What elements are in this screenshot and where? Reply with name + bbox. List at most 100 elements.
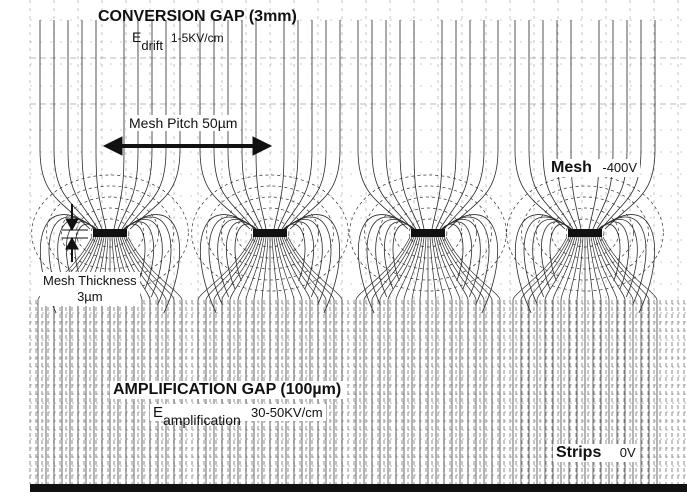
field-line-lower	[536, 236, 574, 484]
field-line-upper	[443, 20, 485, 230]
field-line-lower	[433, 236, 453, 484]
field-line-upper	[371, 20, 413, 230]
field-line-lower	[261, 236, 269, 484]
strips-voltage: 0V	[619, 445, 636, 460]
field-line-lower	[121, 236, 159, 484]
mesh-label-group: Mesh -400V	[548, 159, 641, 177]
field-line-upper	[281, 20, 313, 230]
field-line-lower	[283, 236, 327, 484]
field-line-lower	[275, 236, 295, 484]
field-line-upper	[439, 20, 471, 230]
field-line-lower	[229, 236, 261, 484]
field-line-curl	[523, 216, 576, 306]
field-line-upper	[273, 20, 285, 230]
strips-plane	[30, 484, 687, 492]
field-line-lower	[588, 236, 602, 484]
field-line-lower	[419, 236, 427, 484]
field-line-curl	[594, 214, 656, 314]
field-line-lower	[125, 236, 175, 484]
drift-field-value: 1-5KV/cm	[170, 31, 224, 45]
field-line-upper	[241, 20, 263, 230]
field-line-lower	[271, 236, 279, 484]
amplification-field-subscript: amplification	[163, 412, 241, 428]
field-line-lower	[512, 236, 568, 484]
field-line-lower	[528, 236, 572, 484]
amplification-field-label: Eamplification 30-50KV/cm	[150, 404, 326, 427]
field-line-upper	[600, 20, 642, 230]
equipotential-arc	[393, 207, 463, 259]
field-line-lower	[596, 236, 634, 484]
field-line-upper	[542, 20, 574, 230]
equipotential-arc	[506, 174, 664, 292]
field-line-curl	[594, 216, 647, 306]
equipotential-arc	[364, 185, 492, 281]
field-line-upper	[277, 20, 299, 230]
equipotential-arc	[75, 207, 145, 259]
field-line-lower	[552, 236, 578, 484]
field-line-lower	[598, 236, 642, 484]
amplification-field-value: 30-50KV/cm	[251, 405, 323, 420]
field-line-lower	[205, 236, 255, 484]
drift-field-symbol: E	[132, 29, 142, 45]
field-line-upper	[53, 20, 95, 230]
field-line-lower	[437, 236, 469, 484]
field-line-lower	[439, 236, 477, 484]
field-line-upper	[227, 20, 259, 230]
mesh-thickness-label: Mesh Thickness 3µm	[40, 272, 140, 306]
field-line-curl	[437, 216, 490, 306]
field-line-upper	[528, 20, 570, 230]
field-line-lower	[592, 236, 618, 484]
field-line-upper	[67, 20, 99, 230]
field-line-lower	[568, 236, 582, 484]
field-line-upper	[588, 20, 600, 230]
field-line-lower	[221, 236, 259, 484]
field-line-curl	[357, 214, 419, 314]
mesh-wire	[253, 229, 287, 237]
mesh-thickness-line2: 3µm	[77, 289, 103, 304]
field-line-lower	[431, 236, 445, 484]
field-line-lower	[213, 236, 257, 484]
field-line-curl	[119, 214, 181, 314]
field-line-lower	[395, 236, 421, 484]
field-line-lower	[123, 236, 167, 484]
field-line-lower	[273, 236, 287, 484]
field-line-lower	[253, 236, 267, 484]
field-line-lower	[544, 236, 576, 484]
field-line-lower	[285, 236, 335, 484]
field-line-lower	[602, 236, 658, 484]
field-line-lower	[371, 236, 415, 484]
field-line-lower	[127, 236, 183, 484]
field-line-upper	[125, 20, 167, 230]
field-line-curl	[279, 214, 341, 314]
field-line-upper	[431, 20, 443, 230]
field-line-curl	[199, 214, 261, 314]
field-line-lower	[576, 236, 584, 484]
field-line-curl	[279, 216, 332, 306]
field-line-upper	[556, 20, 578, 230]
field-line-upper	[385, 20, 417, 230]
field-line-upper	[596, 20, 628, 230]
amplification-field-symbol: E	[153, 404, 164, 421]
field-line-lower	[277, 236, 303, 484]
field-line-upper	[255, 20, 267, 230]
mesh-wires	[93, 229, 602, 237]
drift-field-subscript: drift	[141, 38, 164, 53]
equipotential-arc	[31, 174, 189, 292]
field-line-lower	[355, 236, 411, 484]
field-line-lower	[237, 236, 263, 484]
field-line-lower	[279, 236, 311, 484]
field-line-lower	[594, 236, 626, 484]
field-line-lower	[281, 236, 319, 484]
field-line-upper	[285, 20, 327, 230]
field-line-upper	[121, 20, 153, 230]
field-line-lower	[590, 236, 610, 484]
field-line-curl	[366, 216, 419, 306]
field-line-lower	[586, 236, 594, 484]
field-line-curl	[514, 214, 576, 314]
field-line-lower	[197, 236, 253, 484]
electric-field-lines	[37, 20, 658, 484]
field-line-lower	[429, 236, 437, 484]
field-line-curl	[437, 214, 499, 314]
mesh-thickness-arrows	[62, 204, 88, 262]
